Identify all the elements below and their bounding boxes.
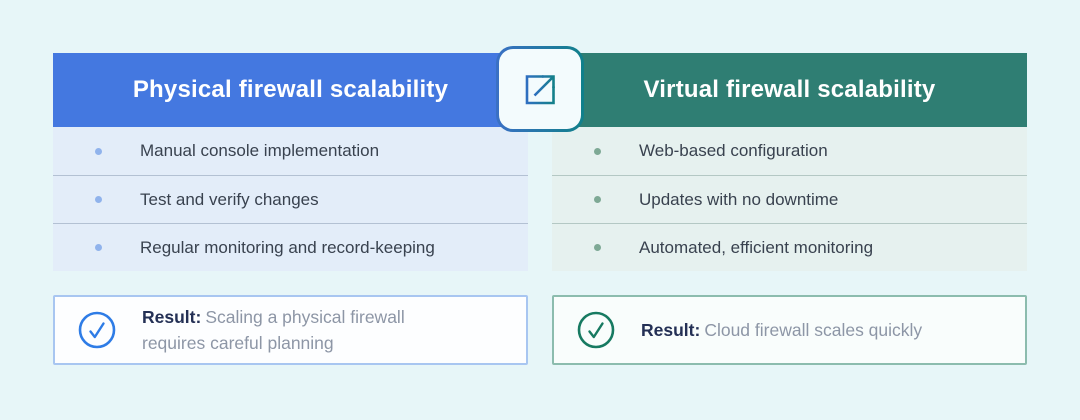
virtual-result-text: Result:Cloud firewall scales quickly [641,317,922,343]
virtual-firewall-column: Virtual firewall scalability Web-based c… [552,53,1027,365]
list-item: Web-based configuration [552,127,1027,175]
physical-column-title: Physical firewall scalability [132,76,449,103]
list-item-label: Web-based configuration [639,141,828,160]
list-item-label: Updates with no downtime [639,189,839,209]
list-item-label: Regular monitoring and record-keeping [140,237,435,257]
bullet-dot-icon [95,147,102,155]
list-item-label: Automated, efficient monitoring [639,237,874,257]
physical-result-box: Result:Scaling a physical firewall requi… [53,295,528,365]
bullet-dot-icon [594,196,601,203]
physical-result-text: Result:Scaling a physical firewall requi… [142,304,472,356]
physical-firewall-column: Physical firewall scalability Manual con… [53,53,528,365]
bullet-dot-icon [95,196,102,203]
list-item: Updates with no downtime [552,175,1027,223]
virtual-feature-list: Web-based configuration Updates with no … [552,127,1027,271]
external-link-icon [517,66,563,112]
virtual-column-header: Virtual firewall scalability [552,53,1027,127]
list-item: Manual console implementation [53,127,528,175]
external-link-badge-inner [499,49,581,129]
external-link-badge[interactable] [496,46,584,132]
bullet-dot-icon [594,244,601,251]
list-item: Automated, efficient monitoring [552,223,1027,271]
list-item: Test and verify changes [53,175,528,223]
check-circle-icon [77,310,117,350]
bullet-dot-icon [95,244,102,251]
virtual-column-title: Virtual firewall scalability [643,76,936,103]
result-label: Result: [641,320,701,340]
list-item-label: Manual console implementation [140,141,380,160]
result-description: Cloud firewall scales quickly [704,320,923,340]
physical-feature-list: Manual console implementation Test and v… [53,127,528,271]
bullet-dot-icon [594,147,601,155]
physical-column-header: Physical firewall scalability [53,53,528,127]
check-circle-icon [576,310,616,350]
list-item: Regular monitoring and record-keeping [53,223,528,271]
virtual-result-box: Result:Cloud firewall scales quickly [552,295,1027,365]
result-description: Scaling a physical firewall requires car… [142,307,405,353]
result-label: Result: [142,307,202,327]
list-item-label: Test and verify changes [140,189,319,209]
